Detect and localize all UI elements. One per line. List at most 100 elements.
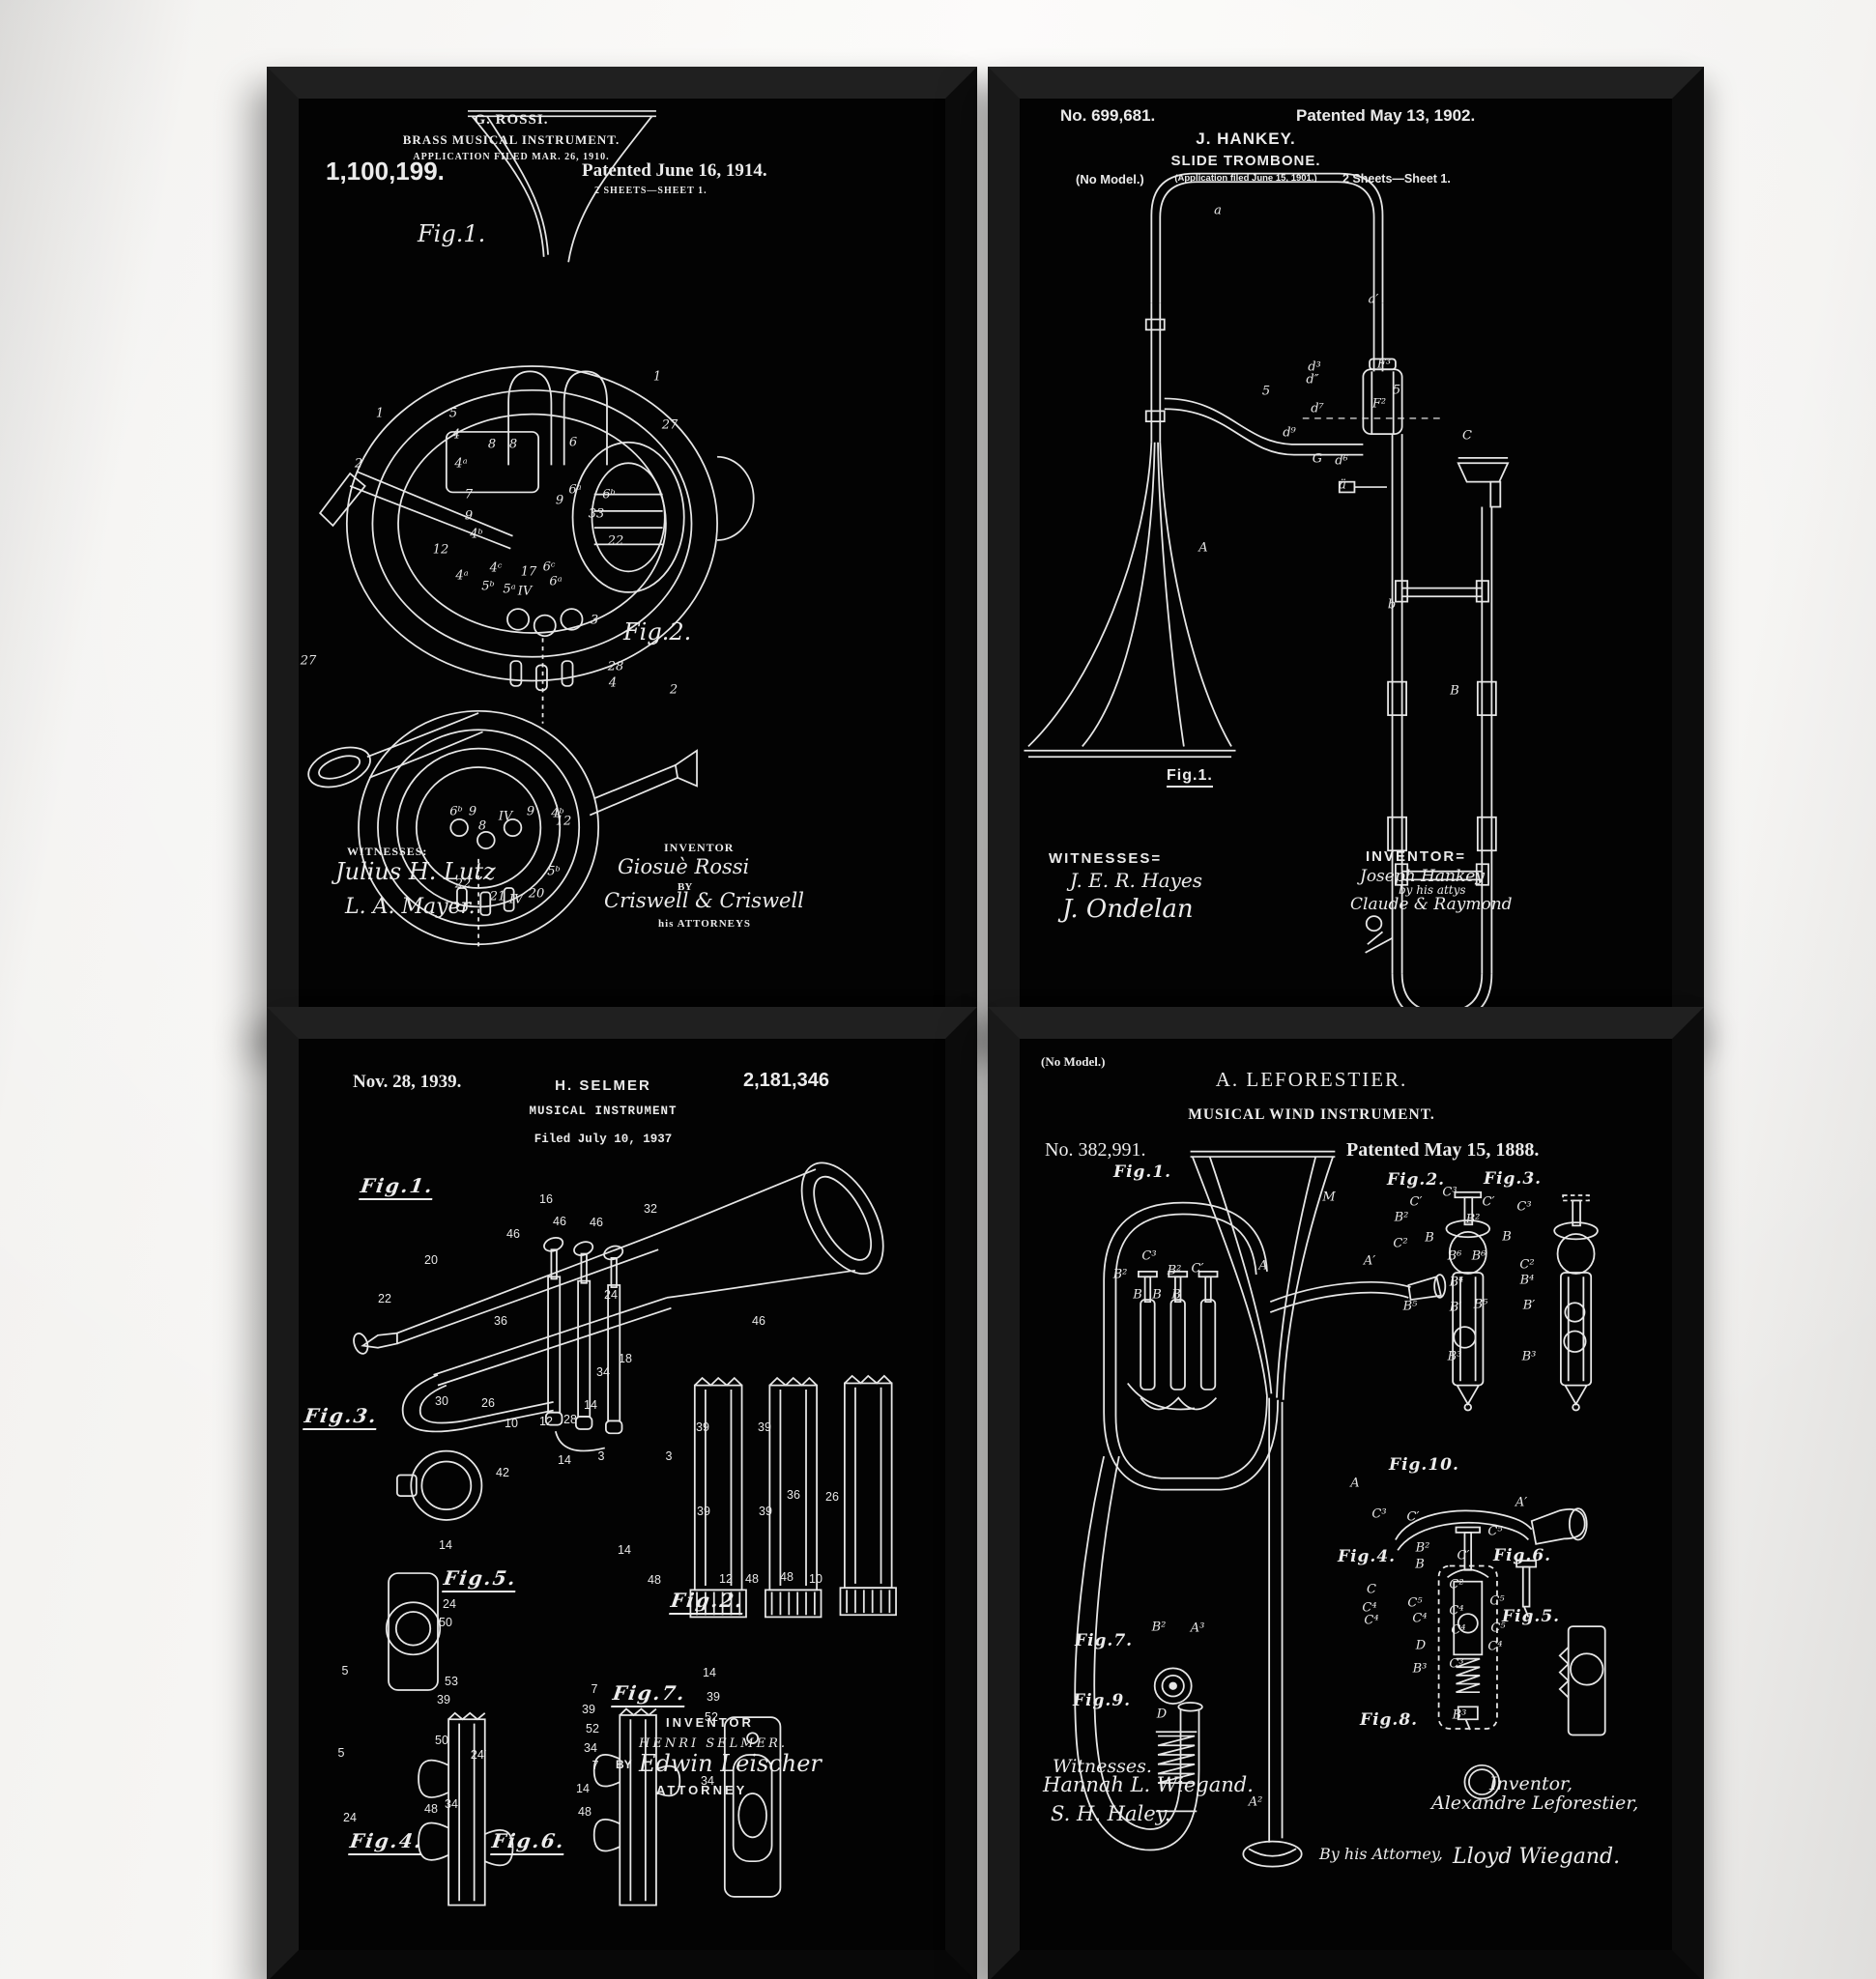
witness-signature: J. Ondelan — [1062, 895, 1194, 924]
reference-label: C′ — [1409, 1194, 1423, 1210]
reference-label: d⁷ — [1311, 401, 1324, 416]
reference-label: 2 — [669, 682, 678, 698]
poster-rossi-brass-instrument: G. ROSSI. BRASS MUSICAL INSTRUMENT. APPL… — [299, 99, 945, 1008]
reference-label: 28 — [563, 1413, 577, 1426]
application-line: APPLICATION FILED MAR. 26, 1910. — [413, 152, 610, 162]
attorney-signature: Lloyd Wiegand. — [1453, 1845, 1621, 1869]
reference-label: 20 — [424, 1253, 438, 1267]
reference-label: 27 — [661, 417, 678, 433]
reference-label: IV — [498, 809, 513, 824]
reference-label: 14 — [584, 1398, 597, 1412]
reference-label: 46 — [506, 1227, 520, 1241]
reference-label: 39 — [582, 1703, 595, 1716]
reference-label: 1 — [375, 406, 385, 421]
patent-number: 2,181,346 — [743, 1070, 829, 1091]
reference-label: 36 — [787, 1488, 800, 1502]
reference-label: B⁶ — [1471, 1248, 1486, 1264]
reference-label: B — [1425, 1230, 1434, 1246]
witnesses-label: Witnesses. — [1053, 1756, 1152, 1777]
reference-label: 24 — [604, 1288, 618, 1302]
attorney-signature: Criswell & Criswell — [604, 889, 804, 912]
application-line: (Application filed June 15, 1901.) — [1174, 173, 1317, 184]
reference-label: 24 — [443, 1597, 456, 1611]
attorney-label: ATTORNEY — [656, 1783, 748, 1797]
reference-label: C⁴ — [1487, 1639, 1503, 1654]
by-label: BY — [616, 1758, 632, 1771]
fig9-label: Fig.9. — [1073, 1691, 1132, 1710]
reference-label: C⁴ — [1362, 1600, 1377, 1616]
reference-label: C² — [1519, 1257, 1535, 1273]
reference-label: C′ — [1406, 1509, 1420, 1525]
reference-label: 3 — [597, 1449, 605, 1463]
patent-inventor-heading: J. HANKEY. — [1196, 129, 1296, 148]
no-model-line: (No Model.) — [1041, 1054, 1106, 1069]
french-horn-patent-drawing — [307, 110, 755, 949]
reference-label: B³ — [1412, 1661, 1428, 1677]
witness-signature: Julius H. Lutz — [335, 858, 496, 885]
reference-label: B⁵ — [1473, 1297, 1488, 1312]
reference-label: 5 — [341, 1664, 349, 1678]
reference-label: 6ᶜ — [542, 559, 556, 575]
reference-label: B⁶ — [1447, 1248, 1462, 1264]
reference-label: 6ᵃ — [568, 482, 582, 498]
fig7-label: Fig.7. — [1075, 1631, 1134, 1650]
reference-label: 6ᵇ — [602, 487, 616, 502]
reference-label: C⁴ — [1364, 1613, 1379, 1628]
reference-label: 1 — [652, 369, 662, 385]
reference-label: 52 — [705, 1710, 718, 1724]
reference-label: 12 — [432, 542, 449, 558]
reference-label: C⁴ — [1449, 1603, 1464, 1619]
reference-label: 8 — [487, 437, 497, 452]
reference-label: 7 — [592, 1759, 599, 1772]
reference-label: B² — [1394, 1210, 1409, 1225]
reference-label: C² — [1393, 1236, 1408, 1251]
reference-label: G — [1312, 451, 1323, 467]
patent-number: No. 699,681. — [1060, 106, 1156, 125]
frame-top-left: G. ROSSI. BRASS MUSICAL INSTRUMENT. APPL… — [267, 67, 977, 1040]
reference-label: a′ — [1368, 292, 1379, 307]
patent-title: BRASS MUSICAL INSTRUMENT. — [402, 132, 621, 147]
reference-label: C³ — [1442, 1185, 1458, 1200]
reference-label: D — [1156, 1707, 1168, 1722]
reference-label: 39 — [707, 1690, 720, 1704]
reference-label: 39 — [758, 1420, 771, 1434]
patent-title: SLIDE TROMBONE. — [1170, 153, 1321, 169]
reference-label: B² — [1465, 1212, 1481, 1227]
reference-label: 5 — [448, 406, 458, 421]
reference-label: 14 — [439, 1538, 452, 1552]
reference-label: 18 — [619, 1352, 632, 1365]
reference-label: 24 — [343, 1811, 357, 1824]
sheet-line: 2 SHEETS—SHEET 1. — [594, 186, 707, 196]
reference-label: B′ — [1522, 1298, 1536, 1313]
reference-label: 5ᵇ — [481, 579, 495, 594]
fig8-label: Fig.8. — [1360, 1710, 1419, 1730]
reference-label: 34 — [584, 1741, 597, 1755]
patent-inventor-heading: A. LEFORESTIER. — [1215, 1068, 1408, 1091]
reference-label: 9 — [555, 493, 564, 508]
fig10-label: Fig.10. — [1389, 1455, 1459, 1475]
reference-label: C⁴ — [1412, 1611, 1428, 1626]
patent-title: MUSICAL INSTRUMENT — [529, 1104, 678, 1118]
reference-label: 4 — [608, 675, 618, 691]
reference-label: 33 — [588, 506, 605, 522]
reference-label: d³ — [1308, 359, 1321, 375]
patented-date: Patented May 13, 1902. — [1296, 106, 1476, 125]
poster-hankey-slide-trombone: No. 699,681. Patented May 13, 1902. J. H… — [1020, 99, 1672, 1008]
frame-bottom-right: (No Model.) A. LEFORESTIER. MUSICAL WIND… — [988, 1007, 1704, 1979]
reference-label: B² — [1167, 1263, 1182, 1278]
reference-label: 8 — [508, 437, 518, 452]
reference-label: B — [1171, 1287, 1181, 1303]
reference-label: B — [1152, 1287, 1162, 1303]
witness-signature: J. E. R. Hayes — [1070, 869, 1203, 892]
reference-label: 34 — [596, 1365, 610, 1379]
trombone-patent-drawing — [1024, 172, 1510, 1008]
fig3-label: Fig.3. — [1484, 1169, 1543, 1189]
reference-label: 36 — [494, 1314, 507, 1328]
reference-label: 26 — [481, 1396, 495, 1410]
reference-label: 28 — [607, 659, 624, 674]
inventor-label: INVENTOR — [666, 1715, 754, 1730]
reference-label: A′ — [1515, 1495, 1528, 1510]
